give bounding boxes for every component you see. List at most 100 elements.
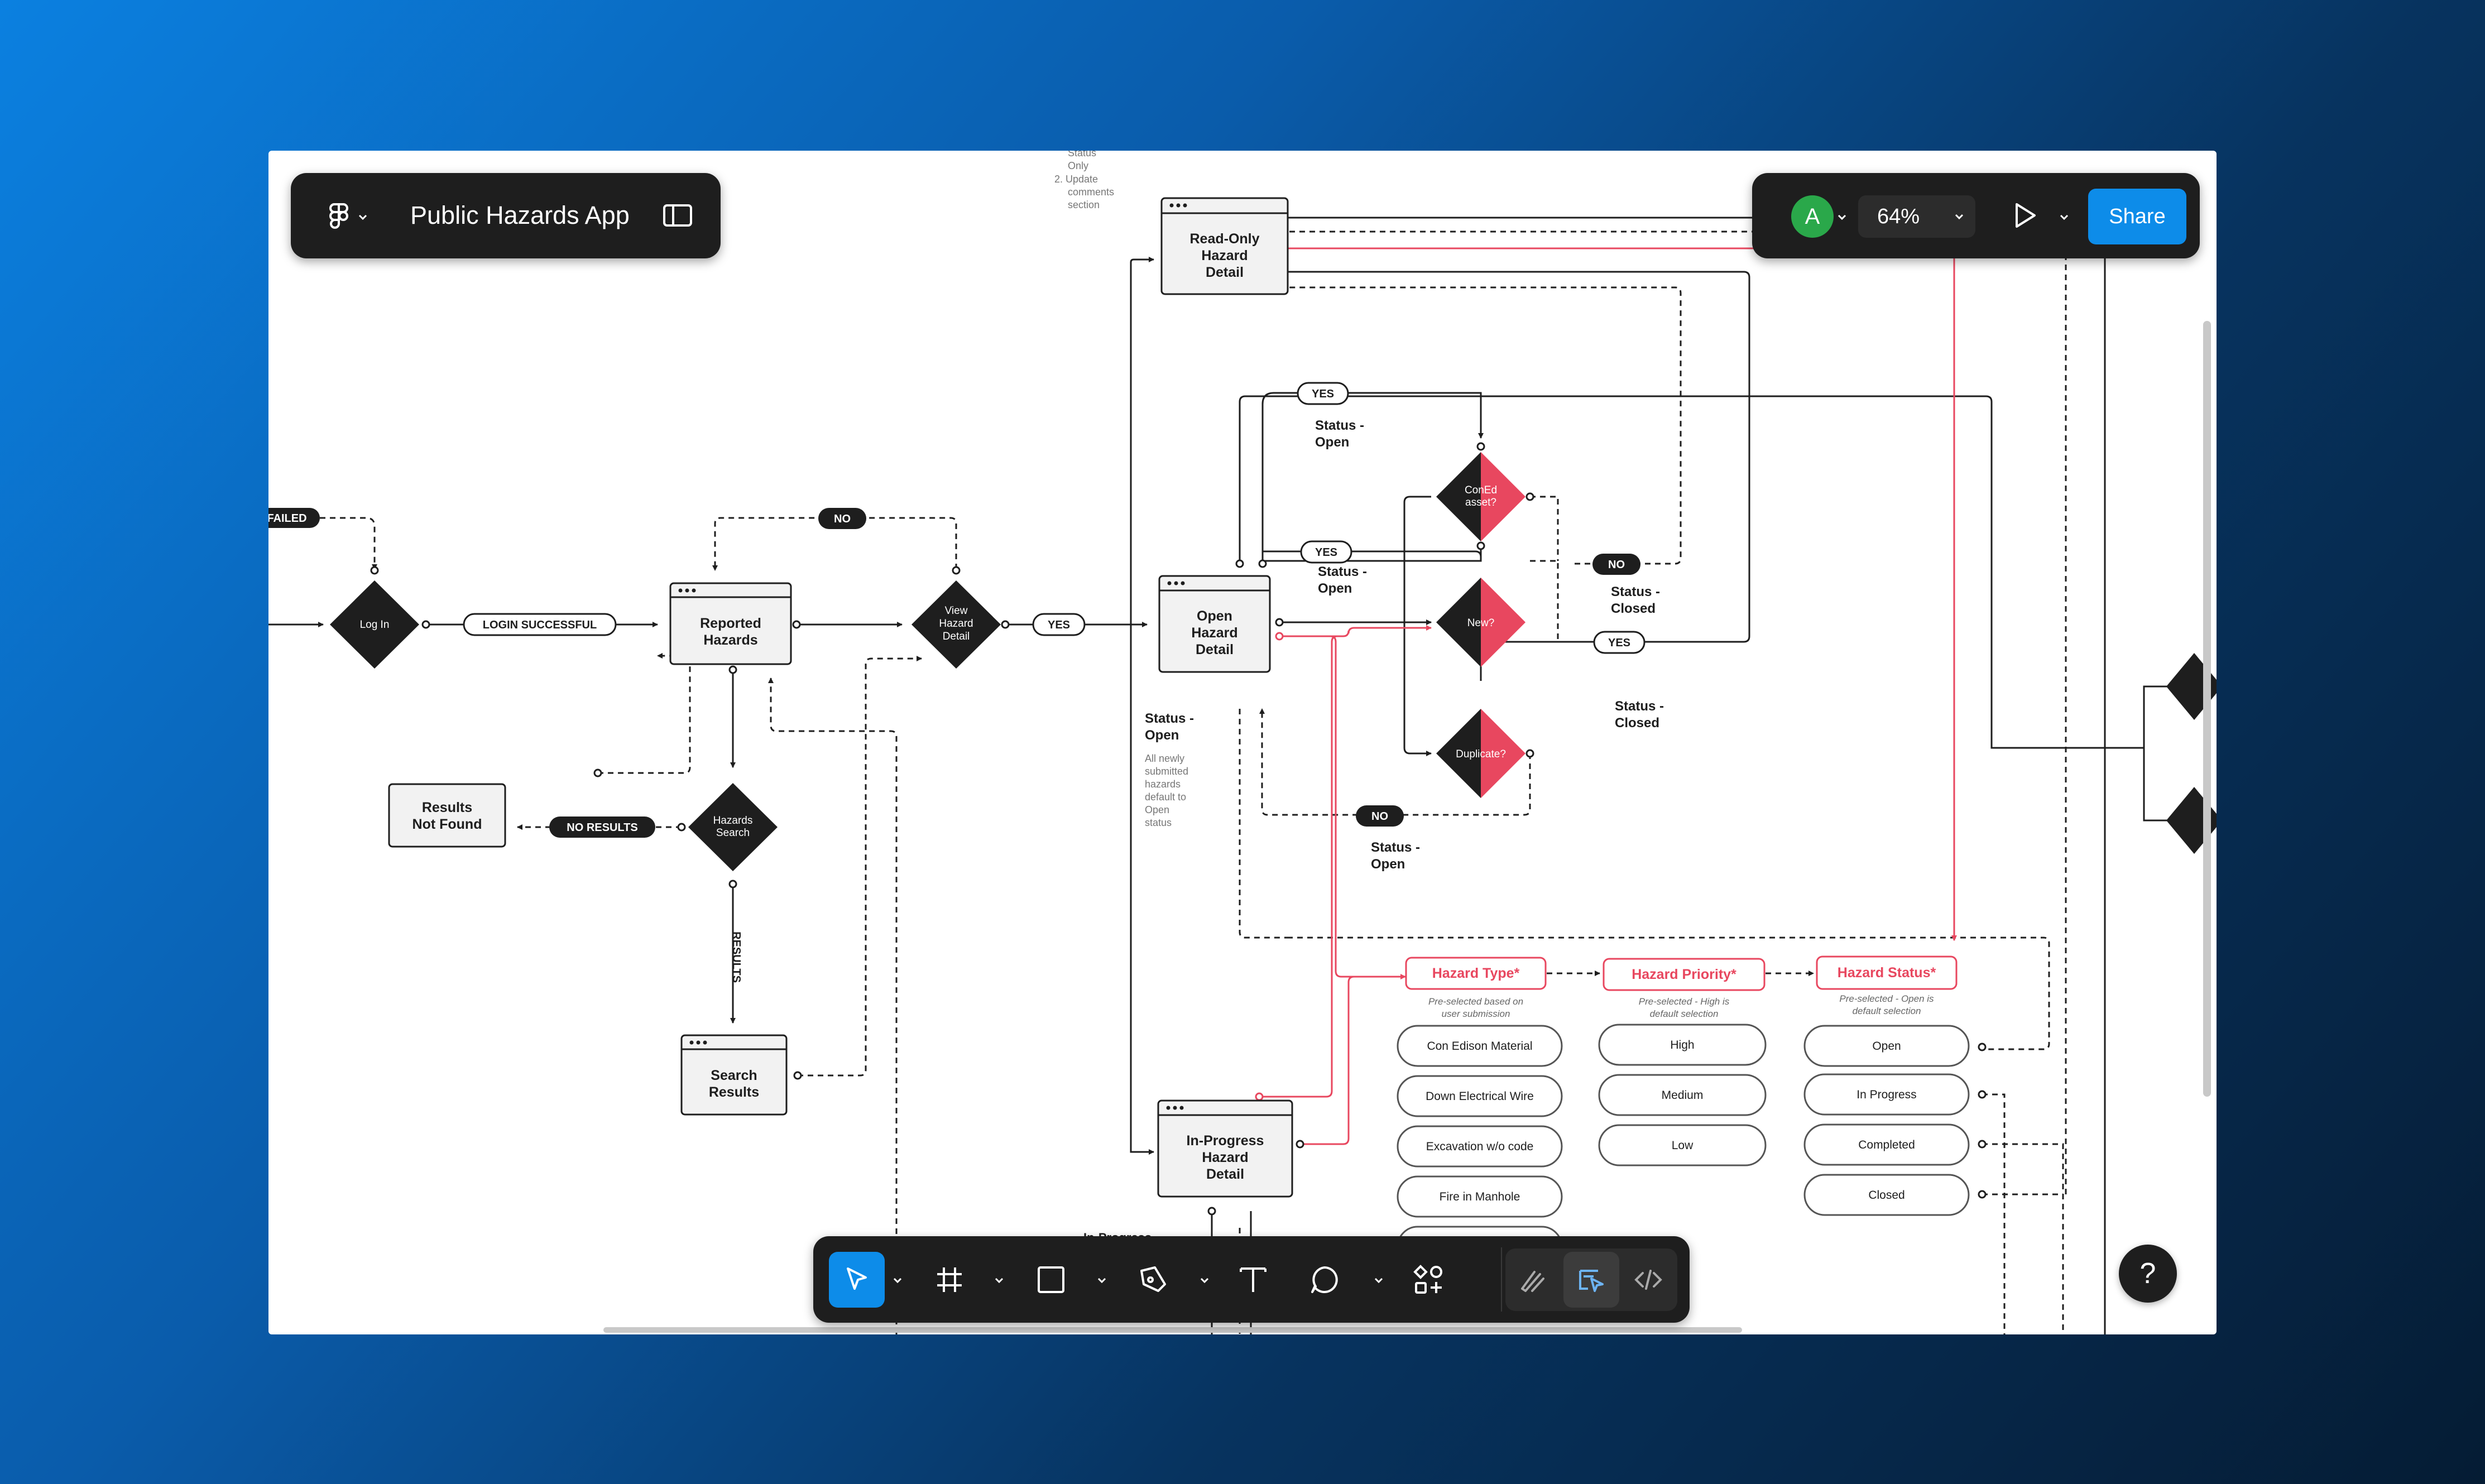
svg-text:Status -: Status -: [1371, 840, 1420, 855]
sidebar-toggle-icon[interactable]: [662, 202, 693, 229]
frame-hash-icon: [937, 1267, 962, 1292]
chevron-down-icon[interactable]: [1198, 1274, 1211, 1286]
chevron-down-icon[interactable]: [993, 1274, 1005, 1286]
vertical-scrollbar[interactable]: [2203, 321, 2211, 1097]
svg-text:Search: Search: [711, 1068, 757, 1083]
chevron-down-icon[interactable]: [891, 1274, 904, 1286]
svg-text:asset?: asset?: [1465, 497, 1496, 508]
flowchart-canvas[interactable]: FAILED LOGIN SUCCESSFUL NO YES NO RESULT…: [268, 151, 2217, 1334]
svg-text:Detail: Detail: [1196, 642, 1234, 657]
option-closed: Closed: [1868, 1189, 1904, 1202]
hazard-type-options: Con Edison Material Down Electrical Wire…: [1397, 1025, 1563, 1268]
horizontal-scrollbar[interactable]: [603, 1327, 1742, 1333]
pen-tool[interactable]: [1125, 1252, 1181, 1308]
label-yes-b: YES: [1315, 546, 1337, 559]
rectangle-icon: [1038, 1266, 1064, 1293]
svg-text:Status -: Status -: [1615, 699, 1664, 714]
svg-text:Pre-selected based on: Pre-selected based on: [1428, 996, 1523, 1007]
move-tool[interactable]: [829, 1252, 885, 1308]
avatar[interactable]: A: [1791, 195, 1834, 238]
text-t-icon: [1240, 1267, 1267, 1292]
status-annotations: Status - Open Status - Open Status - Closed…: [1083, 418, 1664, 1245]
svg-text:Detail: Detail: [943, 631, 970, 642]
figma-logo-icon[interactable]: [322, 200, 356, 233]
chevron-down-icon[interactable]: [1096, 1274, 1108, 1286]
play-icon[interactable]: [2009, 200, 2040, 231]
svg-text:In-Progress: In-Progress: [1187, 1133, 1264, 1149]
chevron-down-icon[interactable]: [2058, 211, 2070, 223]
label-login-successful: LOGIN SUCCESSFUL: [483, 619, 597, 631]
svg-text:Open: Open: [1371, 857, 1405, 872]
actions-tool[interactable]: [1400, 1252, 1456, 1308]
chevron-down-icon[interactable]: [1373, 1274, 1385, 1286]
zoom-value: 64%: [1877, 204, 1920, 228]
chevron-down-icon[interactable]: [357, 211, 369, 223]
field-hazard-priority: Hazard Priority* Pre-selected - High is …: [1603, 958, 1766, 1019]
file-menu-bar: Public Hazards App: [291, 173, 721, 258]
svg-text:Hazard Priority*: Hazard Priority*: [1632, 967, 1736, 982]
toolbar-divider: [1501, 1247, 1502, 1312]
frame-tool[interactable]: [922, 1252, 977, 1308]
svg-text:Status -: Status -: [1318, 564, 1367, 579]
decision-coned-asset: ConEd asset?: [1436, 452, 1525, 541]
svg-text:Status -: Status -: [1145, 711, 1194, 726]
help-button[interactable]: ?: [2119, 1245, 2177, 1303]
svg-text:status: status: [1145, 817, 1172, 828]
chevron-down-icon: [1955, 214, 1964, 220]
zoom-control[interactable]: 64%: [1858, 195, 1975, 238]
svg-text:Not Found: Not Found: [412, 817, 482, 832]
svg-text:default selection: default selection: [1853, 1006, 1921, 1016]
svg-text:Open: Open: [1318, 581, 1352, 596]
svg-text:Open: Open: [1315, 435, 1349, 450]
svg-text:Hazard: Hazard: [1191, 625, 1237, 641]
svg-text:Pre-selected - High is: Pre-selected - High is: [1639, 996, 1730, 1007]
mode-switcher: [1505, 1248, 1677, 1311]
squiggle-icon: [1521, 1271, 1544, 1292]
svg-text:Status -: Status -: [1315, 418, 1364, 433]
chevron-down-icon[interactable]: [1836, 211, 1848, 223]
share-button[interactable]: Share: [2088, 189, 2186, 244]
svg-text:Log In: Log In: [360, 619, 390, 631]
svg-text:Read-Only: Read-Only: [1189, 231, 1259, 247]
field-hazard-status: Hazard Status* Pre-selected - Open is de…: [1816, 955, 1958, 1016]
svg-text:Open: Open: [1197, 608, 1232, 624]
svg-text:user submission: user submission: [1442, 1008, 1510, 1019]
draw-mode[interactable]: [1505, 1252, 1561, 1308]
decision-nodes[interactable]: Log In View Hazard Detail Hazards Search…: [330, 452, 2217, 871]
rectangle-tool[interactable]: [1023, 1252, 1079, 1308]
svg-text:Hazards: Hazards: [703, 632, 757, 648]
tools-toolbar: [813, 1236, 1690, 1323]
file-title[interactable]: Public Hazards App: [410, 201, 630, 229]
svg-text:Closed: Closed: [1611, 601, 1656, 616]
pen-nib-icon: [1140, 1266, 1166, 1292]
label-results: RESULTS: [730, 931, 742, 983]
label-no-dup: NO: [1371, 810, 1388, 823]
option-excavation: Excavation w/o code: [1426, 1140, 1534, 1153]
hazard-priority-options: High Medium Low: [1598, 1024, 1767, 1166]
option-open: Open: [1872, 1040, 1901, 1053]
svg-text:Reported: Reported: [700, 616, 761, 631]
cursor-arrow-icon: [847, 1267, 867, 1290]
svg-text:ConEd: ConEd: [1465, 484, 1497, 496]
field-hazard-type: Hazard Type* Pre-selected based on user …: [1405, 957, 1547, 1019]
comment-tool[interactable]: [1297, 1252, 1352, 1308]
svg-text:All newly: All newly: [1145, 753, 1184, 764]
endpoint-dots: [370, 213, 1987, 1216]
form-fields[interactable]: Hazard Type* Pre-selected based on user …: [1397, 955, 1970, 1268]
svg-text:Open: Open: [1145, 804, 1169, 815]
decision-hazards-search: Hazards Search: [688, 783, 778, 871]
text-tool[interactable]: [1225, 1252, 1281, 1308]
svg-text:submitted: submitted: [1145, 766, 1188, 777]
svg-text:comments: comments: [1068, 186, 1114, 198]
dev-mode[interactable]: [1620, 1252, 1676, 1308]
design-mode[interactable]: [1563, 1252, 1619, 1308]
share-bar: A 64% Share: [1752, 173, 2200, 258]
option-in-progress: In Progress: [1856, 1088, 1916, 1101]
option-completed: Completed: [1858, 1139, 1915, 1151]
svg-text:Hazards: Hazards: [713, 815, 753, 827]
svg-text:Status: Status: [1068, 151, 1096, 159]
